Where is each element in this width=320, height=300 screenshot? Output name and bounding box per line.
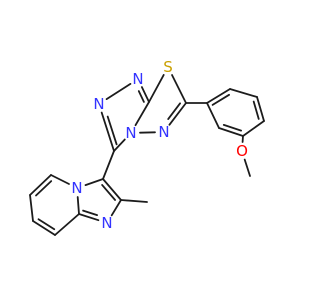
atom-label-layer: N N S N N N N O	[71, 58, 248, 232]
atom-label: N	[93, 95, 104, 113]
bond-5	[134, 101, 150, 127]
atom-n-brg: N	[125, 124, 136, 142]
atom-label: N	[71, 179, 82, 197]
bond-16	[256, 96, 265, 122]
atom-n-imp-brg: N	[71, 179, 82, 197]
bond-13	[206, 88, 231, 104]
atom-n-trz1: N	[132, 70, 143, 88]
bond-32	[84, 178, 104, 187]
bond-9	[168, 102, 187, 126]
bond-35	[35, 180, 53, 197]
bond-0	[100, 111, 115, 152]
bond-39	[54, 213, 80, 236]
bond-14	[211, 93, 231, 106]
bond-6	[113, 138, 126, 152]
bond-17	[252, 100, 260, 120]
bond-19	[218, 127, 244, 137]
atom-n-imp: N	[101, 214, 112, 232]
atom-n-thd: N	[158, 123, 169, 141]
atom-label: S	[163, 58, 173, 76]
bond-34	[29, 174, 52, 196]
atom-n-trz2: N	[93, 95, 104, 113]
bond-20	[222, 124, 243, 132]
molecule-structure-diagram: N N S N N N N O	[29, 58, 265, 236]
bond-23	[243, 158, 251, 177]
bond-31	[76, 196, 80, 215]
bond-37	[32, 220, 56, 236]
bond-38	[37, 218, 56, 231]
bond-28	[110, 199, 122, 217]
atom-label: N	[125, 124, 136, 142]
bond-25	[102, 178, 122, 201]
bond-29	[78, 213, 100, 222]
atom-label: O	[236, 142, 248, 160]
bond-36	[29, 194, 34, 222]
bond-7	[148, 74, 165, 103]
bond-15	[229, 88, 258, 98]
bond-4	[137, 90, 145, 103]
atom-o-methoxy: O	[236, 142, 248, 160]
bond-24	[102, 150, 115, 180]
bond-21	[206, 102, 220, 129]
bond-1	[106, 115, 118, 146]
bond-3	[140, 86, 150, 103]
atom-s-thd: S	[163, 58, 173, 76]
bond-30	[82, 209, 98, 217]
bond-layer	[29, 74, 265, 236]
bond-18	[242, 120, 265, 137]
atom-label: N	[132, 70, 143, 88]
bond-27	[120, 199, 148, 203]
bond-8	[171, 74, 187, 104]
atom-label: N	[158, 123, 169, 141]
bond-33	[50, 174, 70, 185]
atom-label: N	[101, 214, 112, 232]
bond-26	[101, 183, 116, 201]
bond-10	[167, 102, 182, 120]
bond-2	[105, 83, 132, 100]
